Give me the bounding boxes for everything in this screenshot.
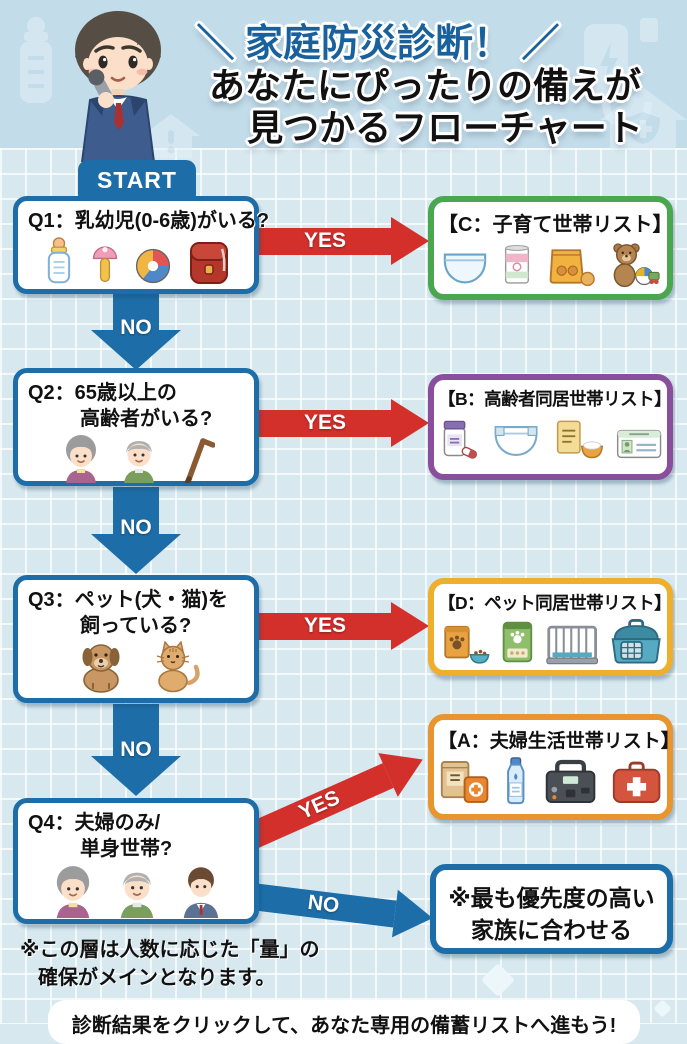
no-label-q2: NO: [120, 516, 152, 539]
q3-line2: 飼っている?: [80, 615, 192, 637]
q2-icons: [28, 433, 246, 483]
result-c-label: 【C：子育て世帯リスト】: [438, 214, 673, 236]
q1-icons: [28, 237, 246, 285]
fallback-line1: ※最も優先度の高い: [448, 885, 655, 911]
q1-text: Q1：乳幼児(0-6歳)がいる?: [28, 210, 270, 232]
yes-label-q1: YES: [303, 229, 347, 252]
no-arrow-q3: NO: [91, 704, 181, 796]
footnote-line2: 確保がメインとなります。: [38, 967, 276, 989]
yes-label-q2: YES: [303, 411, 347, 434]
q2-line1: Q2：65歳以上の: [28, 382, 177, 404]
school-backpack-icon: [190, 242, 228, 284]
fallback-line2: 家族に合わせる: [471, 917, 632, 943]
snack-bag-icon: [549, 249, 595, 287]
pet-carrier-icon: [611, 619, 661, 664]
main-title: ＼ 家庭防災診断！ ／: [196, 23, 560, 65]
porridge-can-icon: [556, 420, 603, 459]
no-label-q3: NO: [120, 738, 152, 761]
result-box-fallback[interactable]: ※最も優先度の高い 家族に合わせる: [430, 864, 673, 954]
adult-diaper-icon: [494, 426, 538, 456]
house-shield-background-icon: [600, 88, 687, 150]
baby-bottle-icon: [47, 237, 71, 284]
pet-food-bowl-icon: [444, 625, 490, 664]
id-card-icon: [616, 429, 662, 459]
result-box-c[interactable]: 【C：子育て世帯リスト】: [428, 196, 673, 300]
question-box-q1: Q1：乳幼児(0-6歳)がいる?: [13, 196, 270, 294]
man-suit-icon: [183, 867, 219, 918]
yes-arrow-q2: YES: [259, 399, 429, 447]
baby-bottle-background-icon: [20, 17, 52, 103]
teddy-bear-icon: [613, 243, 660, 288]
q3-line1: Q3：ペット(犬・猫)を: [28, 589, 228, 611]
pet-treat-bag-icon: [503, 621, 533, 663]
result-c-icons: [438, 240, 663, 288]
house-background-icon: [339, 99, 411, 150]
result-d-icons: [438, 618, 663, 666]
elderly-man-icon: [124, 441, 154, 483]
footnote: ※この層は人数に応じた「量」の 確保がメインとなります。: [20, 936, 319, 992]
question-box-q3: Q3：ペット(犬・猫)を 飼っている?: [13, 575, 259, 703]
medicine-bottle-icon: [443, 420, 478, 459]
yes-arrow-q1: YES: [259, 217, 429, 265]
footer-callout: 診断結果をクリックして、あなた専用の備蓄リストへ進もう!: [48, 1000, 640, 1044]
elderly-man-icon: [120, 872, 154, 918]
diaper-icon: [443, 253, 487, 284]
result-box-d[interactable]: 【D：ペット同居世帯リスト】: [428, 578, 673, 676]
yes-arrow-q3: YES: [259, 602, 429, 650]
footnote-line1: ※この層は人数に応じた「量」の: [20, 939, 320, 961]
result-box-a[interactable]: 【A：夫婦生活世帯リスト】: [428, 714, 680, 820]
question-box-q4: Q4：夫婦のみ/ 単身世帯?: [13, 798, 259, 924]
presenter-character: [75, 11, 161, 162]
dog-icon: [82, 644, 120, 693]
result-a-icons: [438, 756, 663, 806]
elderly-woman-icon: [56, 866, 90, 918]
no-label-q1: NO: [120, 316, 152, 339]
result-b-label: 【B：高齢者同居世帯リスト】: [438, 389, 672, 409]
elderly-woman-icon: [66, 435, 96, 483]
result-b-icons: [438, 414, 663, 462]
subtitle-line2: 見つかるフローチャート: [247, 107, 643, 148]
yes-label-q3: YES: [303, 614, 347, 637]
no-arrow-q2: NO: [91, 487, 181, 574]
first-aid-kit-icon: [612, 761, 661, 803]
rattle-icon: [92, 246, 118, 283]
pet-cage-icon: [546, 625, 599, 665]
result-d-label: 【D：ペット同居世帯リスト】: [438, 593, 672, 613]
water-bottle-icon: [507, 757, 525, 805]
question-box-q2: Q2：65歳以上の 高齢者がいる?: [13, 368, 259, 486]
result-a-label: 【A：夫婦生活世帯リスト】: [438, 731, 680, 752]
no-arrow-q1: NO: [91, 292, 181, 370]
power-station-icon: [545, 759, 596, 803]
cat-icon: [156, 641, 200, 693]
ball-icon: [135, 248, 171, 284]
subtitle-line1: あなたにぴったりの備えが: [208, 65, 641, 106]
result-box-b[interactable]: 【B：高齢者同居世帯リスト】: [428, 374, 673, 480]
milk-can-icon: [504, 245, 530, 284]
house-alert-background-icon: [142, 114, 200, 158]
q4-line2: 単身世帯?: [80, 838, 173, 860]
q3-icons: [28, 641, 246, 693]
cane-icon: [184, 438, 215, 483]
q4-icons: [28, 864, 246, 918]
emergency-food-icon: [440, 761, 489, 803]
q4-line1: Q4：夫婦のみ/: [28, 812, 161, 834]
q2-line2: 高齢者がいる?: [80, 408, 213, 430]
